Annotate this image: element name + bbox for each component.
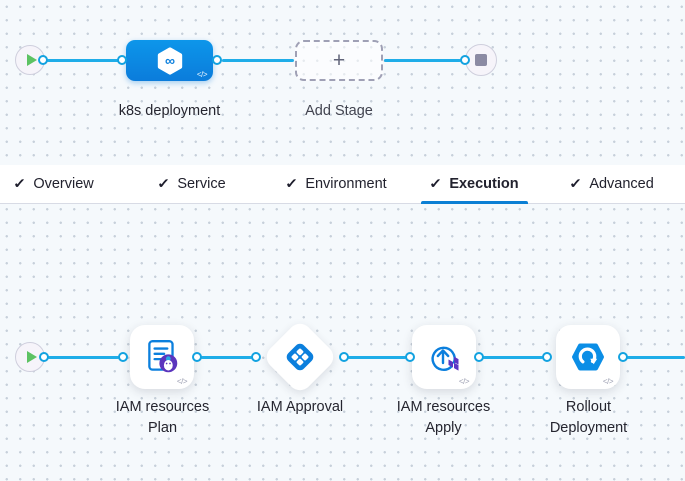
tab-overview[interactable]: ✓ Overview: [5, 165, 103, 203]
rollout-deployment-icon: [572, 343, 604, 371]
harness-pipeline-icon: ∞: [157, 46, 182, 75]
plus-icon: +: [332, 48, 346, 72]
pipeline-end-node: [465, 44, 497, 76]
play-icon: [26, 54, 37, 66]
stop-icon: [475, 54, 487, 66]
stage-config-tabbar: ✓ Overview ✓ Service ✓ Environment ✓ Exe…: [0, 165, 685, 204]
tab-label: Environment: [305, 176, 387, 192]
edge-line: [222, 58, 294, 62]
code-icon: </>: [458, 377, 470, 386]
edge-line: [483, 355, 543, 359]
connector-port: [617, 351, 628, 362]
connector-port: [116, 54, 127, 65]
edge-line: [384, 58, 461, 62]
add-stage-button[interactable]: +: [295, 40, 383, 81]
stage-label: k8s deployment: [118, 103, 221, 119]
terraform-apply-icon: [431, 346, 459, 371]
step-label-line1: Rollout: [565, 399, 612, 415]
check-icon: ✓: [157, 176, 171, 191]
step-node-iam-resources-apply[interactable]: </>: [412, 325, 476, 389]
step-label-line1: IAM Approval: [256, 399, 344, 415]
edge-line: [627, 355, 685, 359]
connector-port: [250, 351, 261, 362]
edge-line: [47, 58, 120, 62]
check-icon: ✓: [569, 176, 583, 191]
tab-label: Service: [177, 176, 226, 192]
code-icon: </>: [196, 70, 208, 79]
step-node-rollout-deployment[interactable]: </>: [556, 325, 620, 389]
connector-port: [404, 351, 415, 362]
step-label: Rollout Deployment: [523, 397, 654, 439]
play-icon: [26, 351, 37, 363]
connector-port: [541, 351, 552, 362]
connector-port: [459, 54, 470, 65]
tab-environment[interactable]: ✓ Environment: [277, 165, 396, 203]
connector-port: [211, 54, 222, 65]
connector-port: [338, 351, 349, 362]
check-icon: ✓: [285, 176, 299, 191]
connector-port: [117, 351, 128, 362]
connector-port: [473, 351, 484, 362]
edge-line: [348, 355, 406, 359]
svg-text:∞: ∞: [164, 52, 174, 68]
step-label-line2: Deployment: [549, 420, 628, 436]
connector-port: [38, 351, 49, 362]
edge-line: [201, 355, 252, 359]
stage-node-k8s-deployment[interactable]: ∞ </>: [126, 40, 213, 81]
connector-port: [37, 54, 48, 65]
step-node-iam-approval[interactable]: [261, 318, 339, 396]
check-icon: ✓: [429, 176, 443, 191]
code-icon: </>: [602, 377, 614, 386]
connector-port: [191, 351, 202, 362]
check-icon: ✓: [13, 176, 27, 191]
step-label: IAM resources Plan: [97, 397, 228, 439]
tab-advanced[interactable]: ✓ Advanced: [561, 165, 663, 203]
step-node-iam-resources-plan[interactable]: </>: [130, 325, 194, 389]
step-label: IAM Approval: [235, 397, 365, 418]
edge-line: [48, 355, 119, 359]
step-label: IAM resources Apply: [378, 397, 509, 439]
step-label-line2: Apply: [425, 420, 462, 436]
code-icon: </>: [176, 377, 188, 386]
terraform-plan-icon: [148, 340, 178, 373]
tab-label: Advanced: [589, 176, 654, 192]
approval-icon: [286, 343, 314, 371]
tab-service[interactable]: ✓ Service: [149, 165, 235, 203]
step-label-line1: IAM resources: [115, 399, 210, 415]
add-stage-label: Add Stage: [305, 103, 373, 119]
step-label-line2: Plan: [147, 420, 178, 436]
tab-label: Execution: [449, 176, 519, 192]
tab-execution[interactable]: ✓ Execution: [421, 165, 528, 204]
step-label-line1: IAM resources: [396, 399, 491, 415]
approval-icon-wrap: [273, 330, 327, 384]
tab-label: Overview: [33, 176, 94, 192]
